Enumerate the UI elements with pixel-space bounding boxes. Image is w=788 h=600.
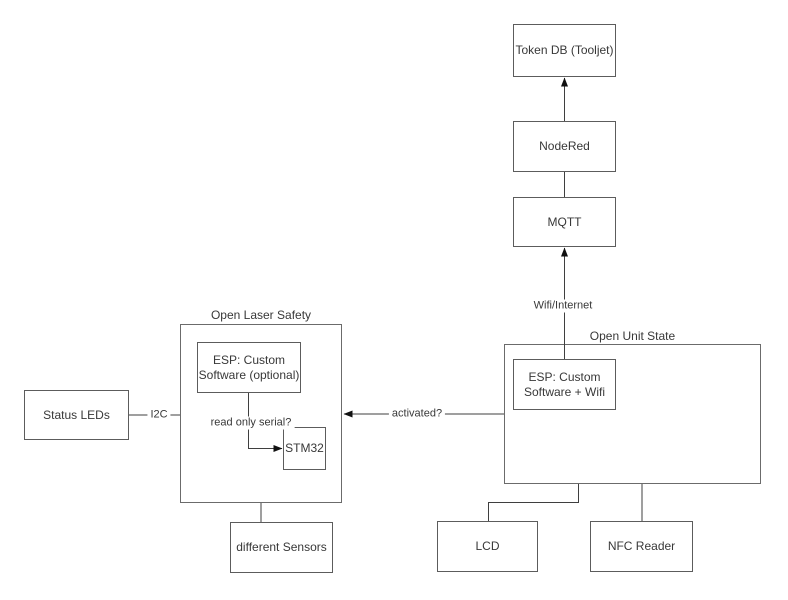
node-status-leds: Status LEDs [24,390,129,440]
connector-unit-state-to-lcd [488,484,579,521]
node-lcd: LCD [437,521,538,572]
node-esp-optional: ESP: Custom Software (optional) [197,342,301,393]
node-esp-wifi: ESP: Custom Software + Wifi [513,359,616,410]
node-esp-optional-label-line1: ESP: Custom [212,352,286,367]
node-token-db-label: Token DB (Tooljet) [515,43,614,57]
node-nodered-label: NodeRed [539,139,590,153]
edge-label-activated: activated? [388,407,446,421]
node-esp-wifi-label-line1: ESP: Custom [528,369,601,384]
node-nfc-reader-label: NFC Reader [607,539,676,553]
node-status-leds-label: Status LEDs [43,407,110,422]
connector-esp-optional-to-stm32 [248,393,283,452]
edge-label-i2c: I2C [147,408,171,422]
node-esp-optional-label-line2: Software (optional) [198,367,300,382]
group-open-unit-state-title: Open Unit State [589,329,676,343]
node-nfc-reader: NFC Reader [590,521,693,572]
node-stm32: STM32 [283,427,326,470]
node-stm32-label: STM32 [285,441,324,455]
edge-label-read-only-serial: read only serial? [207,416,295,430]
group-open-laser-safety-title: Open Laser Safety [210,308,312,322]
node-mqtt-label: MQTT [547,214,582,229]
node-token-db: Token DB (Tooljet) [513,24,616,77]
node-different-sensors-label: different Sensors [236,540,327,554]
node-lcd-label: LCD [475,539,500,553]
node-nodered: NodeRed [513,121,616,172]
node-mqtt: MQTT [513,197,616,247]
node-different-sensors: different Sensors [230,522,333,573]
edge-label-wifi-internet: Wifi/Internet [530,299,596,313]
node-esp-wifi-label-line2: Software + Wifi [523,384,606,399]
